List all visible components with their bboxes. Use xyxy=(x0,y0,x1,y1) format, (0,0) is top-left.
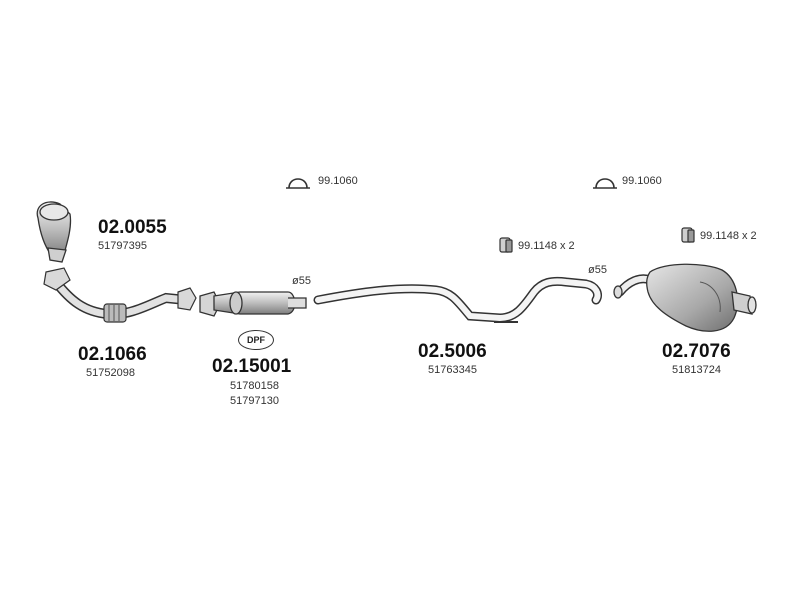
front-pipe-part xyxy=(43,267,197,323)
middle-pipe-part xyxy=(313,276,602,323)
dpf-part xyxy=(199,291,307,317)
oem-number-dpf-2: 51797130 xyxy=(230,395,279,407)
oem-number-front-pipe: 51752098 xyxy=(86,367,135,379)
part-code-middle-pipe: 02.5006 xyxy=(418,341,487,362)
oem-number-dpf-1: 51780158 xyxy=(230,380,279,392)
oem-number-middle-pipe: 51763345 xyxy=(428,364,477,376)
part-code-catalytic: 02.0055 xyxy=(98,217,167,238)
accessory-mount-1: 99.1148 x 2 xyxy=(518,240,575,252)
rubber-mount-icon xyxy=(499,237,513,253)
accessory-mount-2: 99.1148 x 2 xyxy=(700,230,757,242)
diameter-label-1: ø55 xyxy=(292,275,311,287)
part-code-dpf: 02.15001 xyxy=(212,356,292,377)
clamp-icon xyxy=(286,178,310,189)
diameter-label-2: ø55 xyxy=(588,264,607,276)
part-code-rear-muffler: 02.7076 xyxy=(662,341,731,362)
rear-muffler-part xyxy=(613,263,757,332)
clamp-icon xyxy=(593,178,617,189)
accessory-clamp-1: 99.1060 xyxy=(318,175,358,187)
dpf-badge: DPF xyxy=(238,330,274,350)
oem-number-rear-muffler: 51813724 xyxy=(672,364,721,376)
accessory-clamp-2: 99.1060 xyxy=(622,175,662,187)
rubber-mount-icon xyxy=(681,227,695,243)
catalytic-converter-part xyxy=(36,201,72,263)
oem-number-catalytic: 51797395 xyxy=(98,240,147,252)
part-code-front-pipe: 02.1066 xyxy=(78,344,147,365)
